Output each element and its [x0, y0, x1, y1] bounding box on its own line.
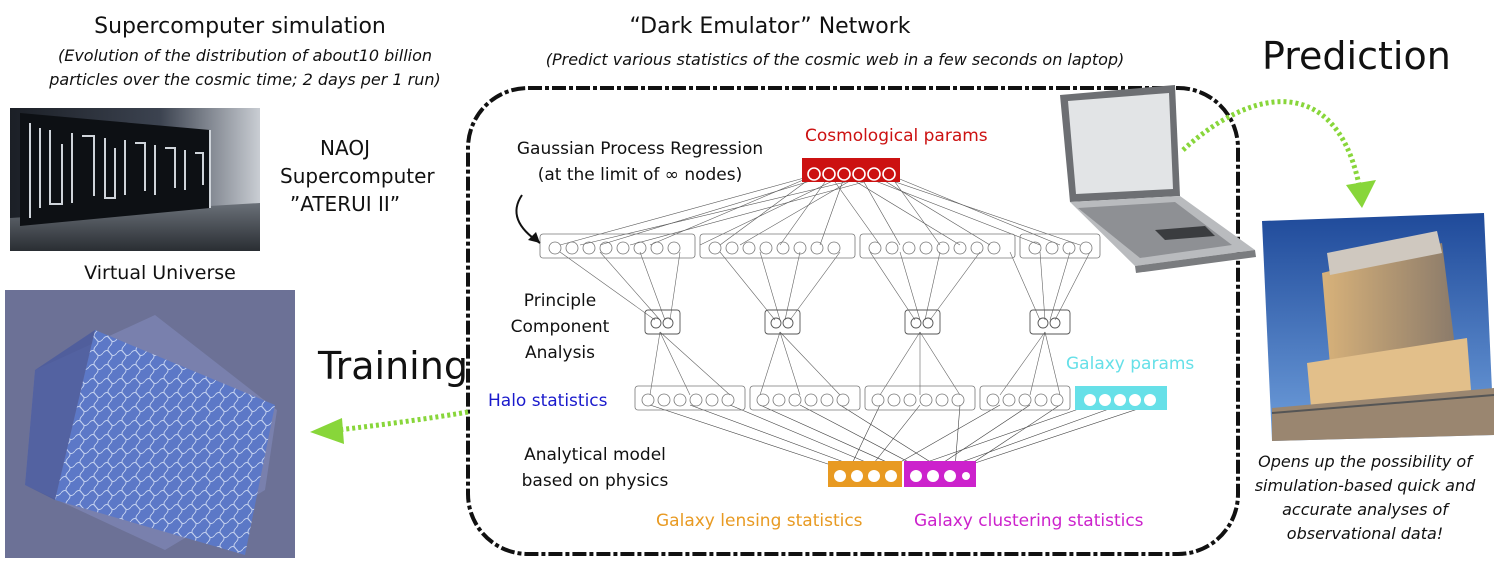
universe-label: Virtual Universe — [84, 262, 236, 284]
gpr-line1: Gaussian Process Regression — [516, 139, 764, 159]
pca-line2: Component — [510, 317, 610, 337]
cosmo-nodes — [807, 167, 896, 181]
pca-line1: Principle — [523, 291, 597, 311]
prediction-arrow — [1181, 99, 1363, 191]
galaxy-params-label: Galaxy params — [1066, 354, 1195, 374]
gpr-layer — [539, 233, 1101, 259]
cosmo-params-label: Cosmological params — [805, 126, 988, 146]
emulator-frame — [466, 86, 1240, 556]
telescope-photo — [1262, 213, 1495, 441]
virtual-universe-cube — [5, 290, 295, 558]
halo-layer — [634, 385, 1071, 411]
naoj-label: NAOJ Supercomputer ”ATERUI II” — [280, 134, 435, 218]
halo-to-output-edges — [649, 404, 1151, 469]
halo-stats-label: Halo statistics — [488, 391, 608, 411]
caption-line2: simulation-based quick and — [1254, 476, 1476, 495]
model-line2: based on physics — [521, 471, 669, 491]
prediction-caption: Opens up the possibility of simulation-b… — [1232, 450, 1498, 546]
training-arrow — [337, 409, 469, 433]
pca-line3: Analysis — [524, 343, 596, 363]
training-label: Training — [318, 344, 468, 388]
galaxy-param-nodes — [1084, 394, 1156, 406]
output-nodes — [834, 470, 970, 482]
naoj-line2: Supercomputer — [280, 164, 435, 188]
gpr-line2: (at the limit of ∞ nodes) — [537, 165, 743, 185]
subtitle-line1: (Evolution of the distribution of about1… — [57, 46, 433, 65]
clustering-stats-label: Galaxy clustering statistics — [914, 511, 1144, 531]
gpr-to-pca-edges — [559, 251, 1091, 321]
pca-to-halo-edges — [649, 331, 1061, 396]
supercomputer-title: Supercomputer simulation — [94, 14, 386, 39]
caption-line4: observational data! — [1286, 524, 1444, 543]
dark-emulator-title: “Dark Emulator” Network — [629, 14, 911, 39]
pca-layer — [644, 309, 1071, 335]
subtitle-line2: particles over the cosmic time; 2 days p… — [49, 70, 441, 89]
supercomputer-photo — [10, 108, 260, 251]
supercomputer-subtitle: (Evolution of the distribution of about1… — [10, 44, 480, 92]
prediction-label: Prediction — [1262, 34, 1451, 78]
naoj-line1: NAOJ — [320, 136, 370, 160]
cosmo-to-gpr-edges — [559, 174, 1081, 246]
naoj-line3: ”ATERUI II” — [289, 192, 401, 216]
pca-label: Principle Component Analysis — [495, 288, 625, 366]
lensing-stats-label: Galaxy lensing statistics — [656, 511, 863, 531]
gpr-label: Gaussian Process Regression (at the limi… — [500, 136, 780, 188]
model-line1: Analytical model — [524, 445, 666, 465]
caption-line3: accurate analyses of — [1282, 500, 1448, 519]
dark-emulator-subtitle: (Predict various statistics of the cosmi… — [545, 50, 1125, 69]
laptop-icon — [1060, 85, 1256, 273]
analytical-model-label: Analytical model based on physics — [520, 442, 670, 494]
caption-line1: Opens up the possibility of — [1258, 452, 1472, 471]
